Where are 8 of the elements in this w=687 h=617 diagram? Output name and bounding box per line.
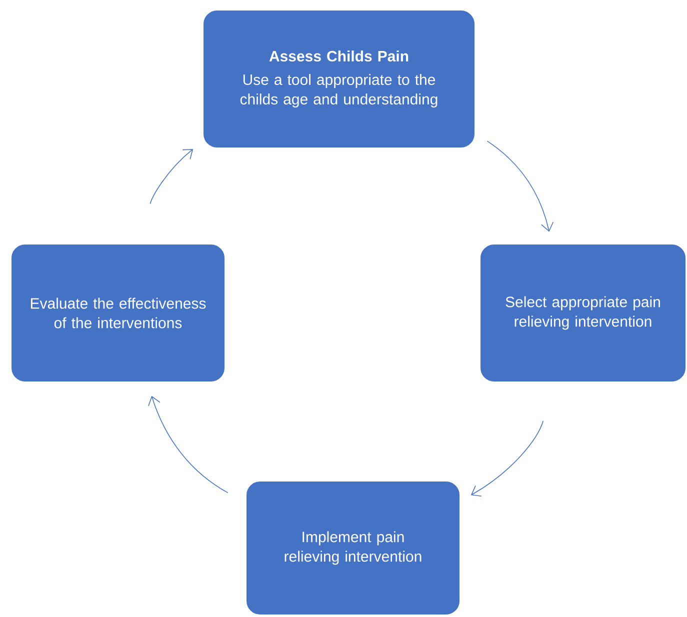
arrow	[148, 396, 228, 494]
process-box: Select appropriate pain relieving intervention	[480, 244, 686, 382]
process-box: Assess Childs Pain Use a tool appropriate to the childs age and understanding	[202, 10, 476, 148]
process-box: Implement pain relieving intervention	[246, 480, 460, 616]
arrow	[470, 420, 544, 496]
process-box: Evaluate the effectiveness of the interventions	[10, 244, 226, 382]
arrow	[486, 140, 554, 232]
arrow	[150, 149, 194, 204]
